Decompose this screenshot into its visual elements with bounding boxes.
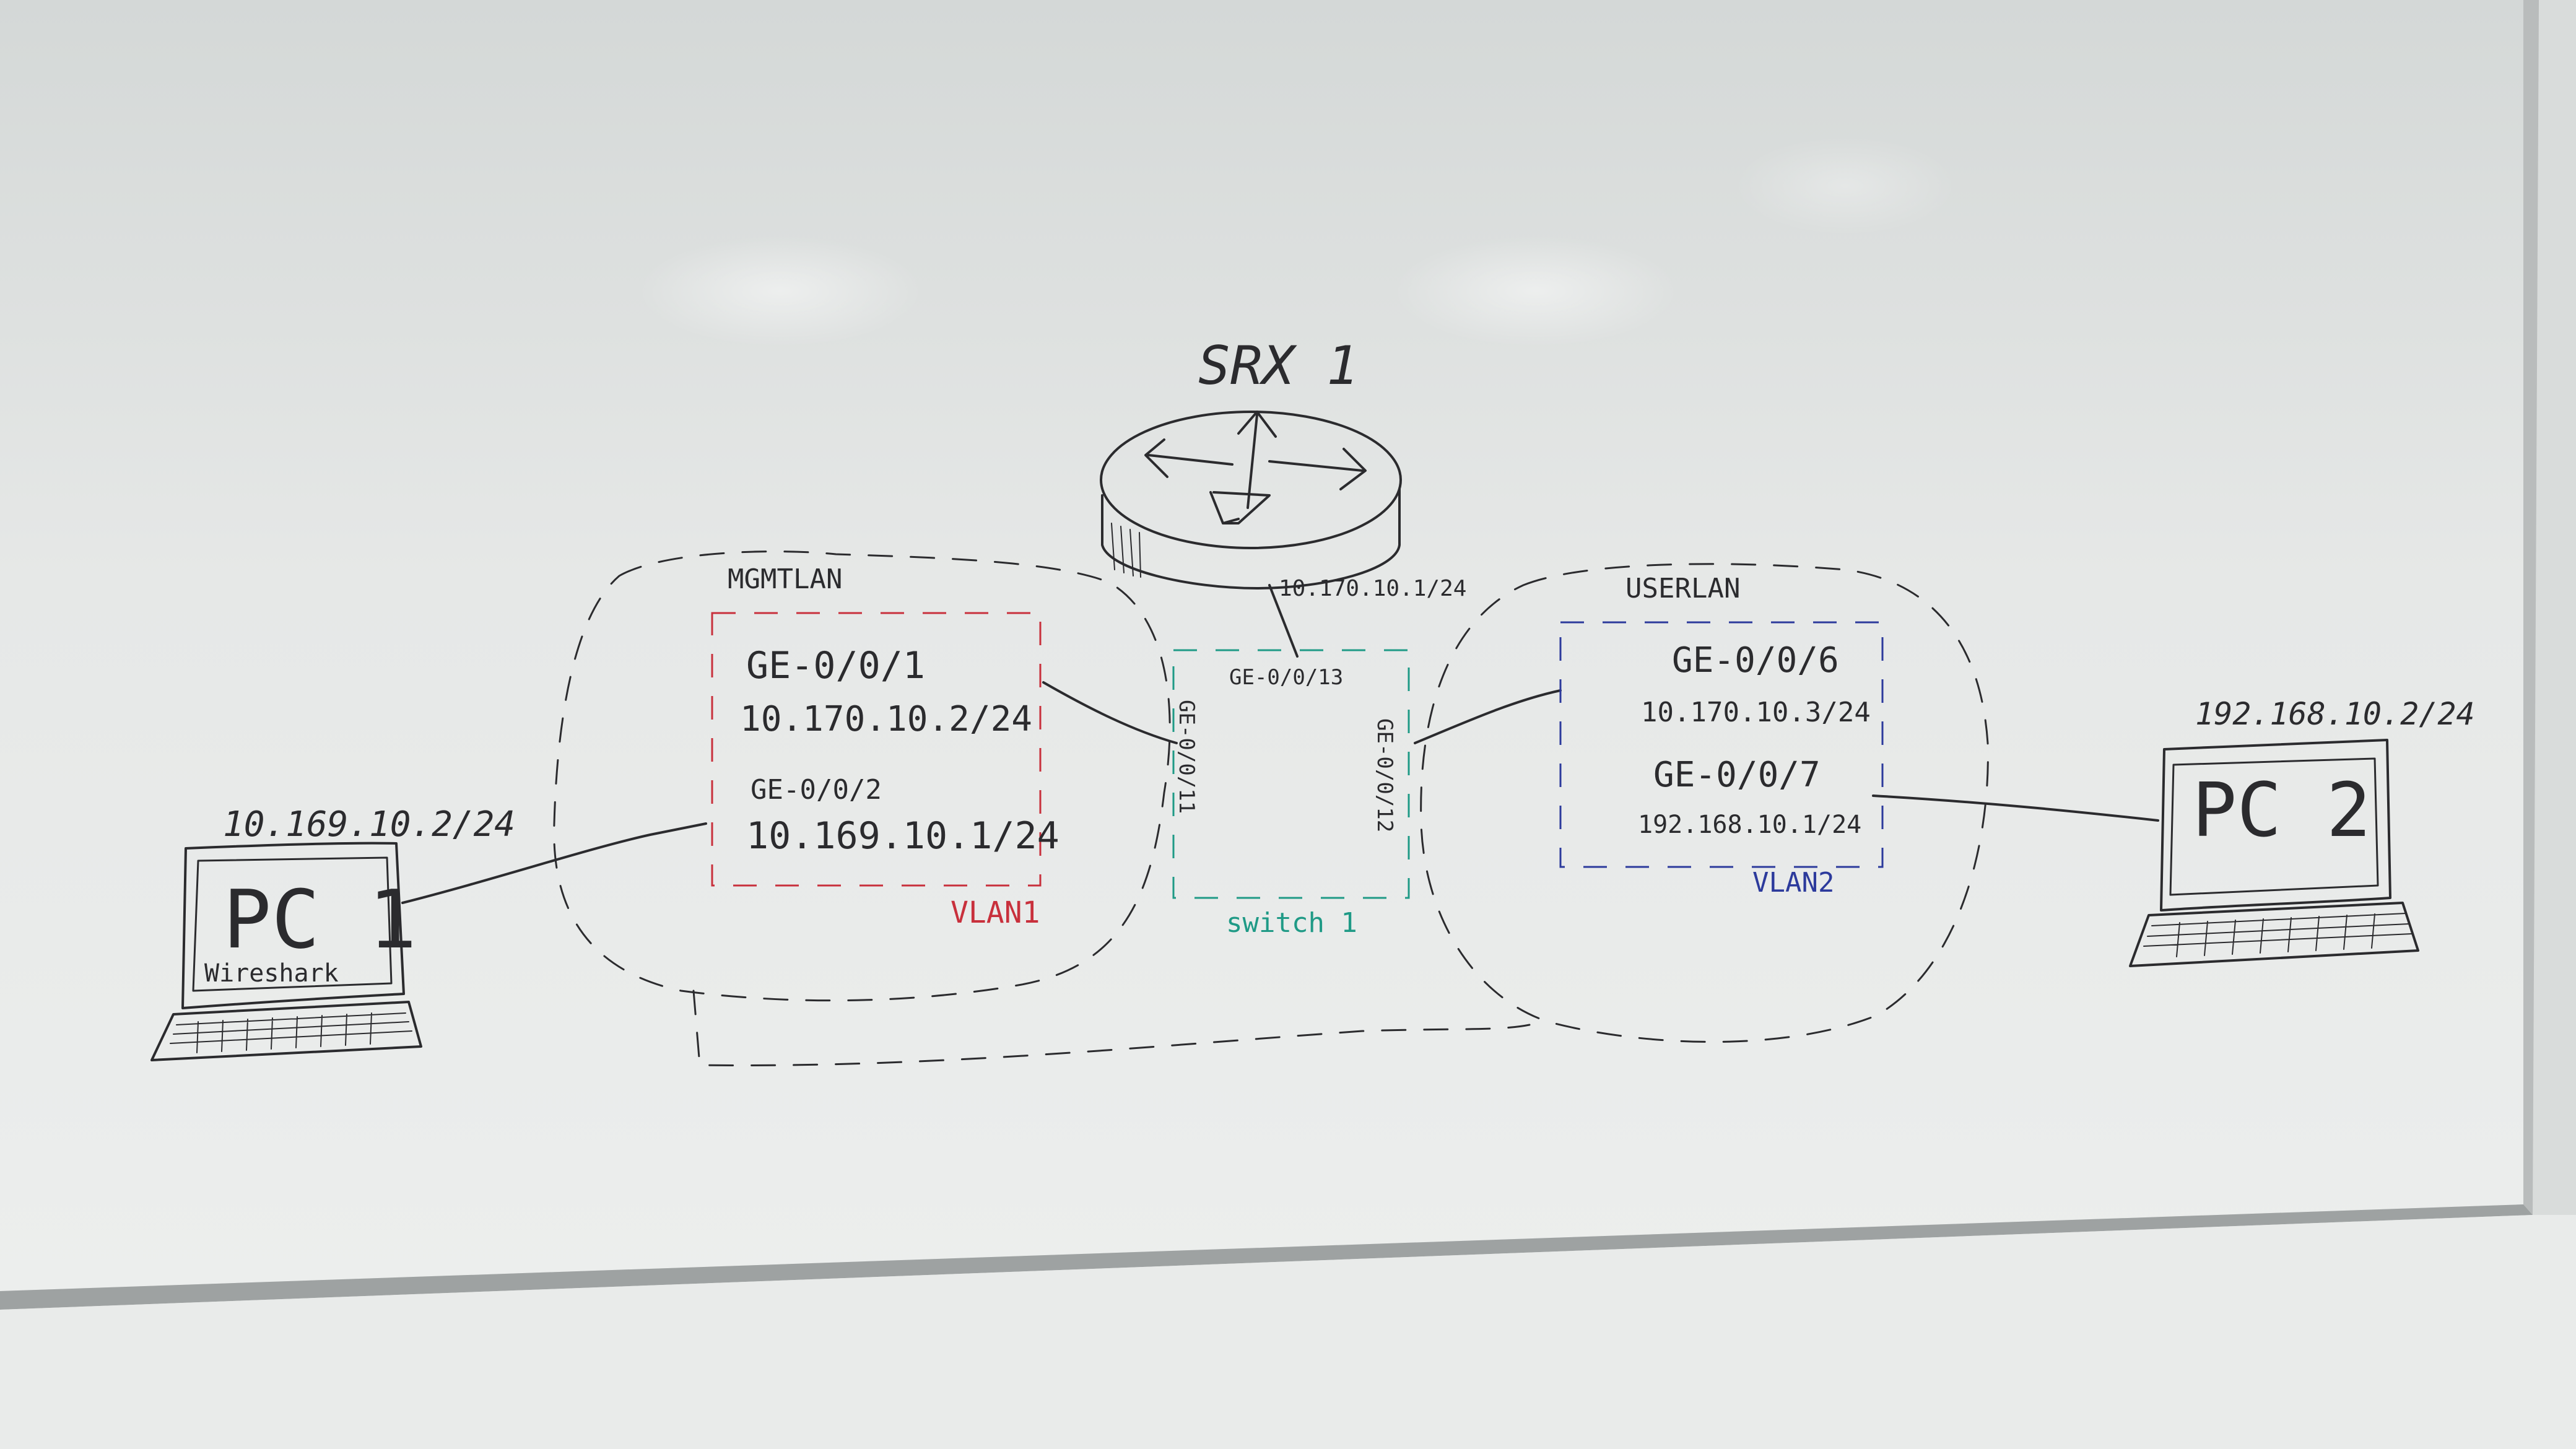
user-port1-ip: 10.170.10.3/24 (1641, 697, 1871, 728)
pc1-laptop-icon (150, 842, 422, 1061)
router-icon (1100, 411, 1402, 590)
pc1-label: PC 1 (223, 872, 417, 967)
pc1-note: Wireshark (204, 959, 339, 988)
mgmt-zone-title: MGMTLAN (728, 564, 842, 595)
switch-label: switch 1 (1226, 907, 1357, 939)
outer-dashed-boundary (692, 990, 1531, 1066)
switch-top-port: GE-0/0/13 (1229, 665, 1343, 690)
mgmt-zone-cloud (553, 550, 1171, 1002)
link-user-pc2 (1872, 794, 2159, 822)
router-interface-ip: 10.170.10.1/24 (1279, 576, 1466, 601)
mgmt-port1-name: GE-0/0/1 (746, 644, 925, 687)
user-port1-name: GE-0/0/6 (1672, 640, 1839, 681)
user-port2-name: GE-0/0/7 (1653, 755, 1821, 795)
whiteboard-frame (0, 1204, 2533, 1310)
mgmt-port2-name: GE-0/0/2 (751, 774, 882, 806)
pc2-ip: 192.168.10.2/24 (2195, 696, 2475, 732)
user-port2-ip: 192.168.10.1/24 (1638, 811, 1861, 839)
mgmt-port2-ip: 10.169.10.1/24 (746, 814, 1060, 858)
vlan2-label: VLAN2 (1752, 867, 1834, 899)
switch-box (1172, 649, 1410, 899)
whiteboard-surface (0, 0, 2539, 1291)
user-port-box (1559, 621, 1884, 868)
wall (0, 1215, 2576, 1449)
mgmt-port1-ip: 10.170.10.2/24 (740, 699, 1032, 739)
link-pc1-mgmt (401, 822, 707, 904)
mgmt-port-box (711, 612, 1042, 887)
link-switch-user (1414, 689, 1562, 744)
router-label: SRX 1 (1198, 335, 1359, 397)
link-router-switch (1268, 584, 1299, 658)
switch-left-port: GE-0/0/11 (1174, 700, 1199, 814)
switch-right-port: GE-0/0/12 (1372, 718, 1397, 832)
link-mgmt-switch (1042, 681, 1178, 744)
pc2-laptop-icon (2129, 739, 2419, 967)
user-zone-title: USERLAN (1625, 573, 1740, 604)
vlan1-label: VLAN1 (951, 895, 1040, 930)
pc1-ip: 10.169.10.2/24 (223, 804, 515, 845)
pc2-label: PC 2 (2192, 768, 2371, 854)
